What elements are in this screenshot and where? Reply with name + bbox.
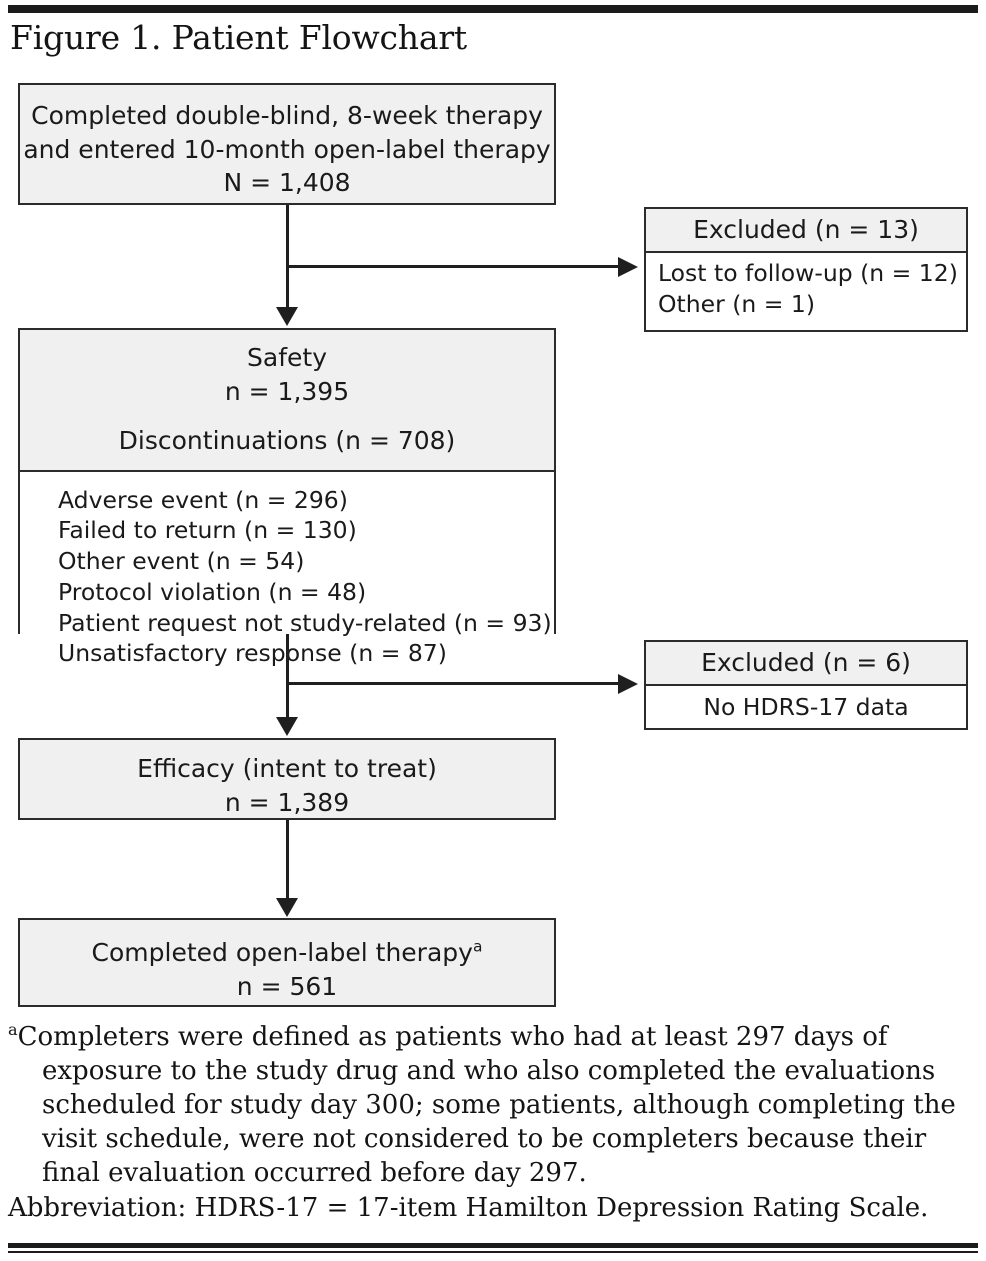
excluded-1-reason: Lost to follow-up (n = 12) [658,259,958,287]
node-safety-discontinuations: Discontinuations (n = 708) [118,426,456,455]
safety-reason: Patient request not study-related (n = 9… [58,608,552,637]
safety-reason: Unsatisfactory response (n = 87) [58,639,447,668]
footnote-a-marker: a [8,1020,18,1040]
node-excluded-1: Excluded (n = 13) Lost to follow-up (n =… [644,207,968,332]
footnote-marker-a: a [472,937,483,956]
connector-safety-to-efficacy-arrowhead [276,717,298,736]
footnotes: aCompleters were defined as patients who… [8,1020,980,1225]
node-safety-count: n = 1,395 [224,376,350,406]
node-excluded-1-header: Excluded (n = 13) [646,209,966,253]
node-safety-reasons: Adverse event (n = 296) Failed to return… [20,471,554,670]
node-completed-open-label: Completed open-label therapya n = 561 [18,918,556,1007]
connector-enrolled-to-excluded1-line [288,265,620,268]
node-completed-ol-label: Completed open-label therapy [91,938,473,967]
connector-enrolled-to-safety-line [286,205,289,309]
safety-reason: Adverse event (n = 296) [58,485,348,514]
node-completed-ol-title: Completed open-label therapya [20,936,554,970]
safety-reason: Protocol violation (n = 48) [58,577,367,606]
connector-efficacy-to-completed-line [286,820,289,900]
node-safety-title: Safety [247,343,327,372]
excluded-1-reason: Other (n = 1) [658,289,816,318]
safety-reason: Other event (n = 54) [58,547,305,576]
figure-title: Figure 1. Patient Flowchart [10,18,467,57]
node-safety-header: Safety n = 1,395 Discontinuations (n = 7… [20,330,554,472]
connector-safety-to-excluded2-line [288,682,620,685]
node-excluded-1-reasons: Lost to follow-up (n = 12) Other (n = 1) [646,253,966,320]
node-efficacy-title: Efficacy (intent to treat) [137,754,437,783]
safety-reason: Failed to return (n = 130) [58,516,357,545]
node-excluded-2-reasons: No HDRS-17 data [646,686,966,723]
connector-safety-to-efficacy-line [286,634,289,719]
connector-safety-to-excluded2-arrowhead [618,674,638,694]
top-rule [8,5,978,13]
node-safety: Safety n = 1,395 Discontinuations (n = 7… [18,328,556,670]
node-excluded-2-header: Excluded (n = 6) [646,642,966,686]
node-efficacy-count: n = 1,389 [224,787,350,817]
node-completed-line2: and entered 10-month open-label therapy [23,134,551,164]
node-efficacy: Efficacy (intent to treat) n = 1,389 [18,738,556,820]
footnote-a: aCompleters were defined as patients who… [8,1020,980,1190]
node-completed-ol-count: n = 561 [236,971,338,1001]
bottom-rule-thin [8,1251,978,1253]
footnote-abbreviation: Abbreviation: HDRS-17 = 17-item Hamilton… [8,1193,929,1224]
bottom-rule-thick [8,1243,978,1248]
node-excluded-2: Excluded (n = 6) No HDRS-17 data [644,640,968,730]
excluded-2-reason: No HDRS-17 data [703,693,909,721]
node-completed-count: N = 1,408 [223,168,351,197]
footnote-a-text: Completers were defined as patients who … [17,1022,956,1189]
node-completed-line1: Completed double-blind, 8-week therapy [31,101,543,130]
connector-enrolled-to-safety-arrowhead [276,307,298,326]
node-completed-double-blind: Completed double-blind, 8-week therapy a… [18,83,556,205]
connector-efficacy-to-completed-arrowhead [276,898,298,917]
connector-enrolled-to-excluded1-arrowhead [618,257,638,277]
